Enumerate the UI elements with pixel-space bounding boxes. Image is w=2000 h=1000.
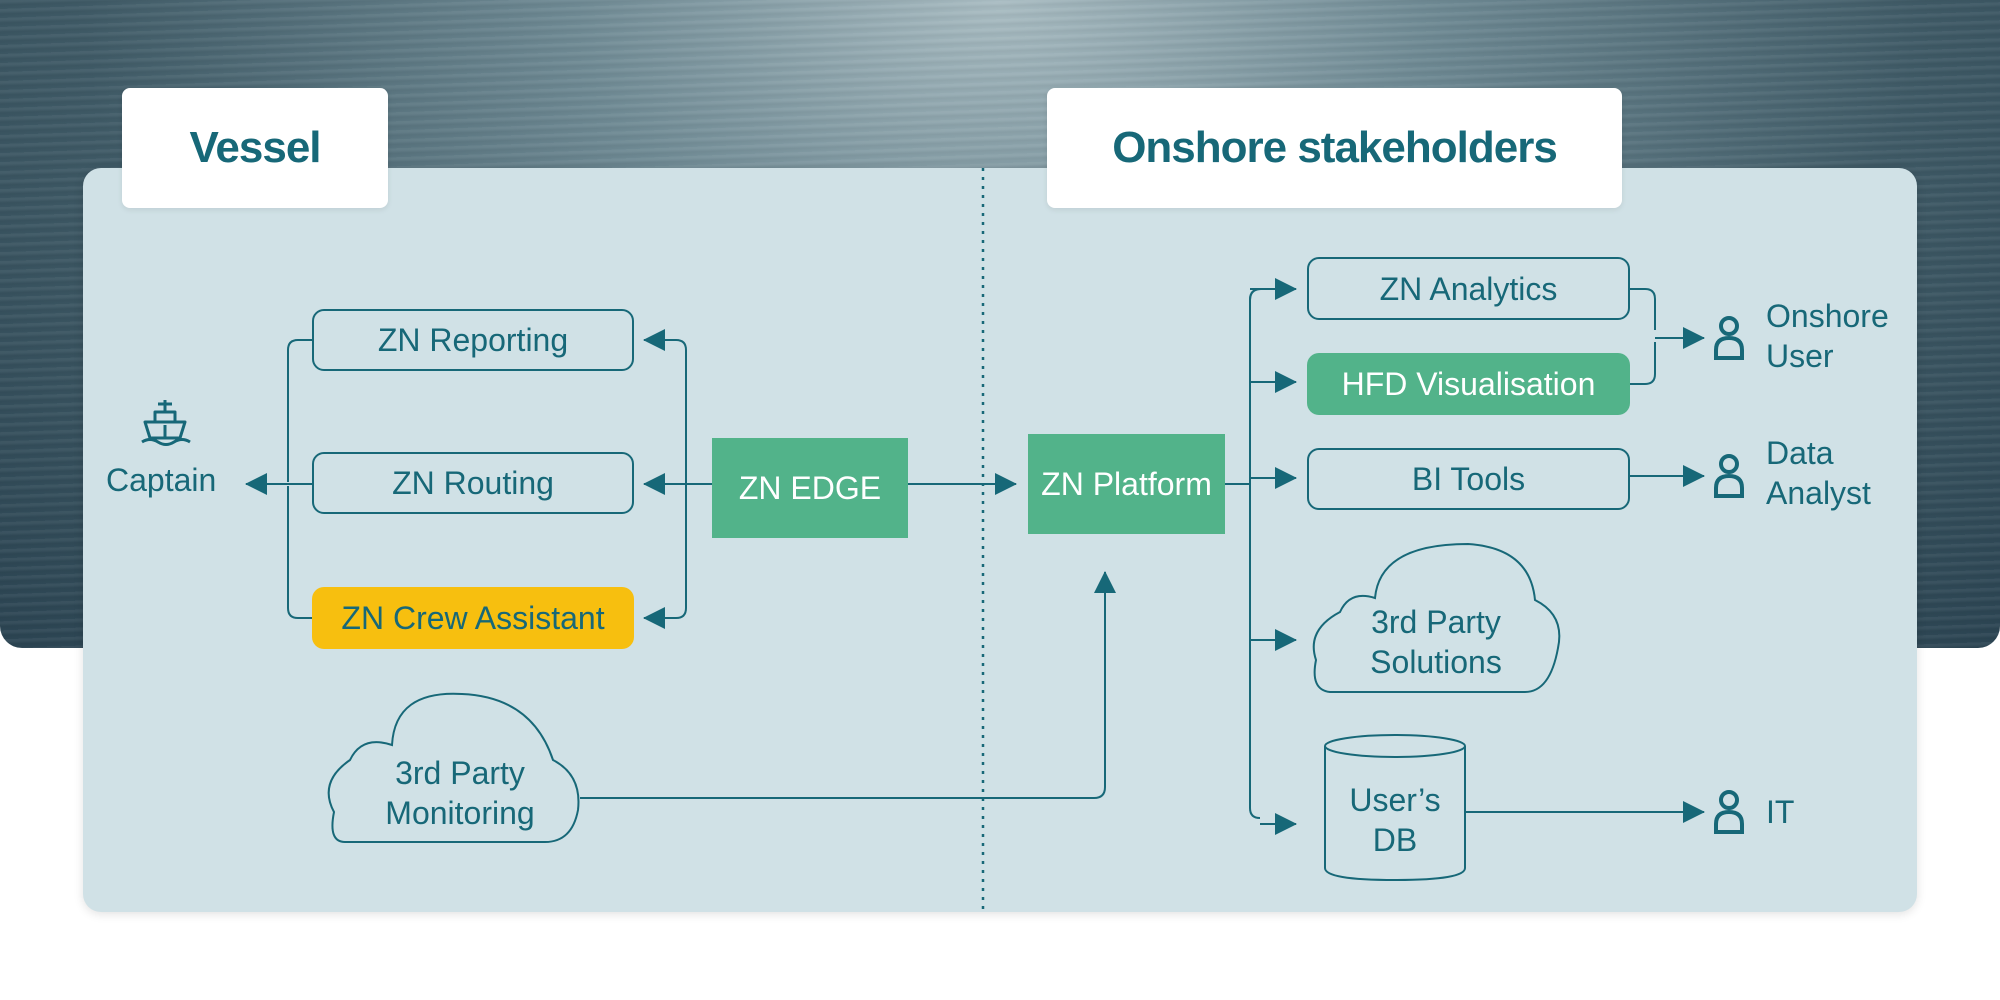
onshore-section-title: Onshore stakeholders [1047, 88, 1622, 208]
reporting-to-captain-line [287, 339, 312, 482]
data-analyst-line-1: Data [1766, 435, 1834, 471]
edge-to-reporting-arrow [643, 329, 712, 485]
diagram-panel [83, 168, 1917, 912]
data-analyst-icon [1714, 454, 1744, 498]
bi-tools-box: BI Tools [1307, 448, 1630, 510]
captain-label: Captain [106, 462, 217, 498]
monitoring-to-platform-arrow [580, 571, 1116, 799]
data-analyst-line-2: Analyst [1766, 475, 1871, 511]
onshore-user-line-2: User [1766, 338, 1834, 374]
onshore-user-label: Onshore User [1766, 296, 1889, 376]
crew-assistant-to-captain-line [287, 486, 312, 619]
third-party-monitoring-cloud [327, 692, 580, 843]
hfd-visualisation-box: HFD Visualisation [1307, 353, 1630, 415]
data-analyst-label: Data Analyst [1766, 433, 1871, 513]
users-db-cylinder [1324, 734, 1466, 882]
analytics-to-user-line [1630, 288, 1656, 330]
onshore-user-icon [1714, 316, 1744, 360]
third-party-solutions-line-1: 3rd Party [1371, 604, 1501, 640]
third-party-solutions-label: 3rd Party Solutions [1330, 600, 1542, 684]
onshore-user-line-1: Onshore [1766, 298, 1889, 334]
third-party-monitoring-line-1: 3rd Party [395, 755, 525, 791]
zn-crew-assistant-box: ZN Crew Assistant [312, 587, 634, 649]
zn-platform-box: ZN Platform [1028, 434, 1225, 534]
third-party-monitoring-line-2: Monitoring [385, 795, 535, 831]
third-party-solutions-cloud [1312, 542, 1561, 693]
third-party-solutions-line-2: Solutions [1370, 644, 1502, 680]
to-analytics-arrow [1249, 278, 1297, 301]
it-user-icon [1714, 790, 1744, 834]
zn-edge-box: ZN EDGE [712, 438, 908, 538]
users-db-line-2: DB [1372, 822, 1418, 858]
platform-fanout-trunk [1249, 288, 1262, 819]
third-party-monitoring-label: 3rd Party Monitoring [350, 750, 570, 836]
it-label: IT [1766, 794, 1795, 830]
users-db-label: User’s DB [1325, 778, 1465, 862]
zn-analytics-box: ZN Analytics [1307, 257, 1630, 320]
edge-to-crew-assistant-arrow [643, 484, 687, 629]
ship-icon [141, 400, 191, 446]
zn-routing-box: ZN Routing [312, 452, 634, 514]
zn-reporting-box: ZN Reporting [312, 309, 634, 371]
hfd-to-user-line [1630, 342, 1656, 385]
users-db-line-1: User’s [1349, 782, 1441, 818]
vessel-section-title: Vessel [122, 88, 388, 208]
